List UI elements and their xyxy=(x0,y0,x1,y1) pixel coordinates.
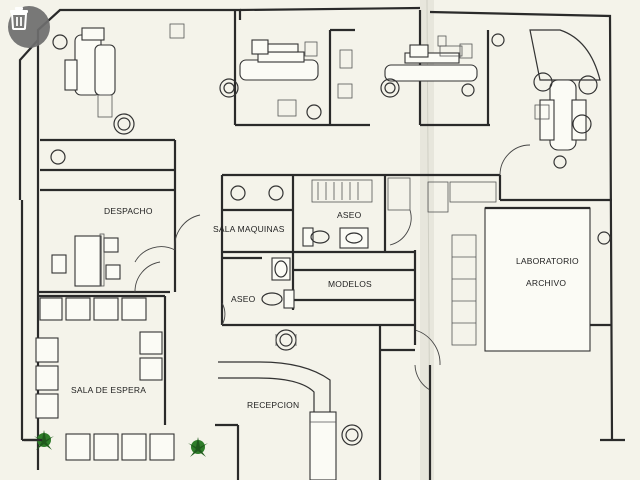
trash-icon xyxy=(10,7,28,30)
plant-icon xyxy=(34,430,54,450)
lab-room xyxy=(385,144,612,480)
despacho-room xyxy=(38,149,177,294)
label-despacho: DESPACHO xyxy=(104,206,153,216)
plant-icon xyxy=(188,437,208,457)
label-aseo-1: ASEO xyxy=(337,210,362,220)
label-laboratorio: LABORATORIO xyxy=(516,256,579,266)
central-block xyxy=(134,173,417,330)
label-aseo-2: ASEO xyxy=(231,294,256,304)
label-modelos: MODELOS xyxy=(328,279,372,289)
reception-area xyxy=(218,325,415,480)
label-sala-maquinas: SALA MAQUINAS xyxy=(213,224,285,234)
treatment-rooms xyxy=(40,10,611,250)
waiting-room xyxy=(22,294,240,480)
delete-button[interactable] xyxy=(8,6,50,48)
label-archivo: ARCHIVO xyxy=(526,278,566,288)
label-sala-espera: SALA DE ESPERA xyxy=(71,385,146,395)
label-recepcion: RECEPCION xyxy=(247,400,299,410)
